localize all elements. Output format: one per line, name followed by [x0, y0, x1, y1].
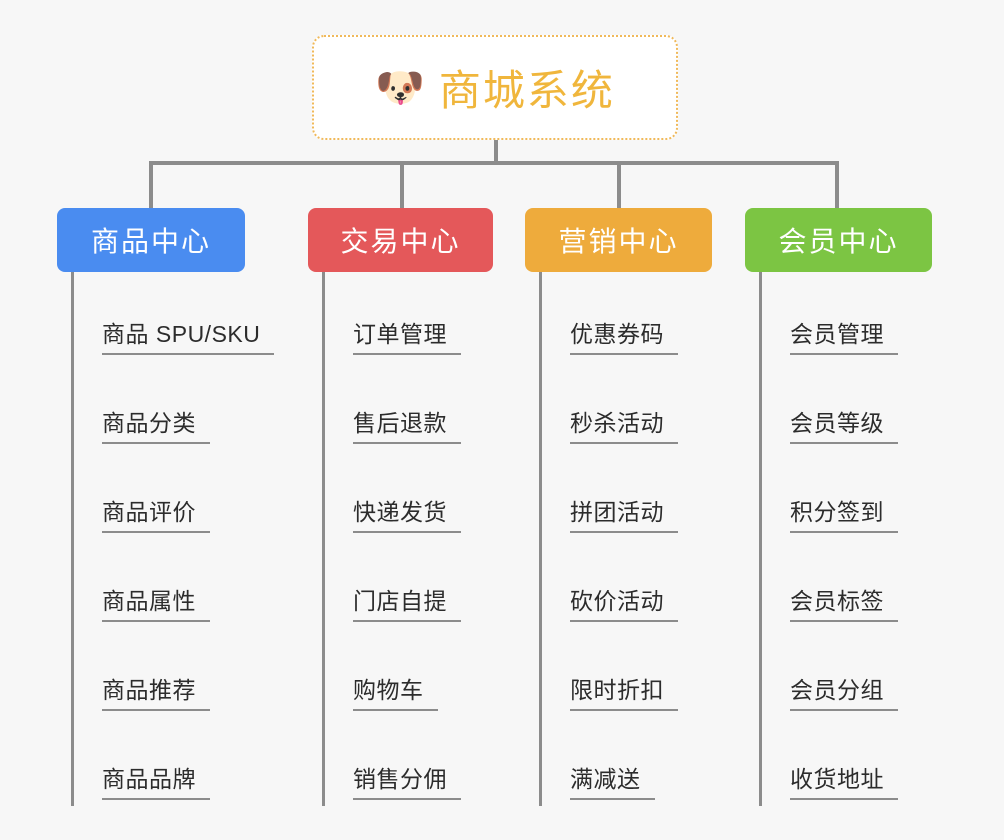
list-item[interactable]: 商品推荐 — [74, 628, 274, 717]
list-item[interactable]: 商品分类 — [74, 361, 274, 450]
list-item[interactable]: 购物车 — [325, 628, 493, 717]
list-item[interactable]: 拼团活动 — [542, 450, 712, 539]
list-item[interactable]: 会员管理 — [762, 272, 932, 361]
root-title: 商城系统 — [438, 67, 615, 114]
branch-header-label: 商品中心 — [90, 226, 211, 257]
list-item[interactable]: 满减送 — [542, 717, 712, 806]
branch-member-center: 会员中心 会员管理 会员等级 积分签到 会员标签 会员分组 收货地址 — [745, 208, 932, 806]
leaf-label: 限时折扣 — [570, 677, 678, 711]
list-item[interactable]: 积分签到 — [762, 450, 932, 539]
leaf-label: 门店自提 — [353, 588, 461, 622]
leaf-label: 商品推荐 — [102, 677, 210, 711]
branch-header-label: 交易中心 — [340, 226, 461, 257]
leaf-list-marketing-center: 优惠券码 秒杀活动 拼团活动 砍价活动 限时折扣 满减送 — [539, 272, 712, 806]
connector-drop-trade-center — [400, 161, 404, 208]
branch-header-marketing-center[interactable]: 营销中心 — [525, 208, 712, 272]
branch-product-center: 商品中心 商品 SPU/SKU 商品分类 商品评价 商品属性 商品推荐 商品品牌 — [57, 208, 275, 806]
leaf-label: 商品评价 — [102, 499, 210, 533]
leaf-label: 拼团活动 — [570, 499, 678, 533]
leaf-label: 积分签到 — [790, 499, 898, 533]
leaf-label: 收货地址 — [790, 766, 898, 800]
list-item[interactable]: 销售分佣 — [325, 717, 493, 806]
list-item[interactable]: 收货地址 — [762, 717, 932, 806]
list-item[interactable]: 砍价活动 — [542, 539, 712, 628]
shiba-dog-face-icon: 🐶 — [375, 65, 425, 110]
leaf-label: 快递发货 — [353, 499, 461, 533]
leaf-label: 秒杀活动 — [570, 410, 678, 444]
list-item[interactable]: 商品 SPU/SKU — [74, 272, 275, 361]
leaf-label: 会员等级 — [790, 410, 898, 444]
leaf-label: 商品属性 — [102, 588, 210, 622]
leaf-label: 商品分类 — [102, 410, 210, 444]
leaf-label: 会员标签 — [790, 588, 898, 622]
leaf-label: 订单管理 — [353, 321, 461, 355]
connector-horizontal-bar — [149, 161, 839, 165]
connector-drop-product-center — [149, 161, 153, 208]
list-item[interactable]: 会员等级 — [762, 361, 932, 450]
list-item[interactable]: 门店自提 — [325, 539, 493, 628]
root-node[interactable]: 🐶 商城系统 — [312, 35, 678, 140]
leaf-list-trade-center: 订单管理 售后退款 快递发货 门店自提 购物车 销售分佣 — [322, 272, 493, 806]
branch-trade-center: 交易中心 订单管理 售后退款 快递发货 门店自提 购物车 销售分佣 — [308, 208, 493, 806]
branch-header-product-center[interactable]: 商品中心 — [57, 208, 245, 272]
leaf-label: 会员分组 — [790, 677, 898, 711]
connector-drop-marketing-center — [617, 161, 621, 208]
list-item[interactable]: 限时折扣 — [542, 628, 712, 717]
branch-header-label: 会员中心 — [778, 226, 899, 257]
branch-header-trade-center[interactable]: 交易中心 — [308, 208, 493, 272]
leaf-label: 销售分佣 — [353, 766, 461, 800]
list-item[interactable]: 秒杀活动 — [542, 361, 712, 450]
list-item[interactable]: 商品品牌 — [74, 717, 274, 806]
leaf-label: 会员管理 — [790, 321, 898, 355]
list-item[interactable]: 快递发货 — [325, 450, 493, 539]
leaf-label: 满减送 — [570, 766, 655, 800]
list-item[interactable]: 售后退款 — [325, 361, 493, 450]
leaf-label: 售后退款 — [353, 410, 461, 444]
leaf-list-member-center: 会员管理 会员等级 积分签到 会员标签 会员分组 收货地址 — [759, 272, 932, 806]
connector-drop-member-center — [835, 161, 839, 208]
leaf-label: 商品品牌 — [102, 766, 210, 800]
leaf-label: 购物车 — [353, 677, 438, 711]
list-item[interactable]: 会员标签 — [762, 539, 932, 628]
branch-header-member-center[interactable]: 会员中心 — [745, 208, 932, 272]
list-item[interactable]: 商品评价 — [74, 450, 274, 539]
leaf-list-product-center: 商品 SPU/SKU 商品分类 商品评价 商品属性 商品推荐 商品品牌 — [71, 272, 275, 806]
leaf-label: 优惠券码 — [570, 321, 678, 355]
leaf-label: 商品 SPU/SKU — [102, 321, 275, 355]
leaf-label: 砍价活动 — [570, 588, 678, 622]
branch-marketing-center: 营销中心 优惠券码 秒杀活动 拼团活动 砍价活动 限时折扣 满减送 — [525, 208, 712, 806]
branch-header-label: 营销中心 — [558, 226, 679, 257]
list-item[interactable]: 订单管理 — [325, 272, 493, 361]
connector-root-stem — [494, 140, 498, 164]
list-item[interactable]: 会员分组 — [762, 628, 932, 717]
list-item[interactable]: 优惠券码 — [542, 272, 712, 361]
list-item[interactable]: 商品属性 — [74, 539, 274, 628]
